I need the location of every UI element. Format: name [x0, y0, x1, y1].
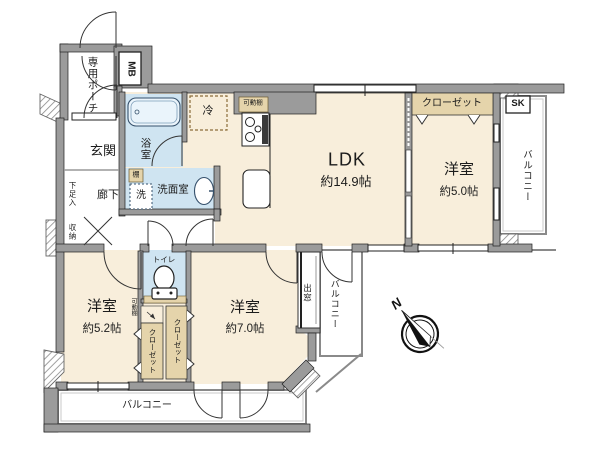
room-label-storage: 収納 — [67, 223, 77, 241]
room-label-balcony-east: バルコニー — [520, 149, 532, 203]
refrigerator-box — [189, 95, 228, 131]
room-label-slop-sink: SK — [511, 98, 525, 110]
compass-n-label: N — [388, 294, 405, 312]
room-label-bay-window: 出窓 — [302, 283, 313, 303]
bathtub-icon — [127, 97, 181, 127]
room-size-ldk: 約14.9帖 — [320, 174, 372, 190]
room-label-hallway: 廊下 — [97, 189, 119, 202]
room-label-closet-west: クローゼット — [147, 328, 157, 374]
kitchen-sink-icon — [242, 169, 271, 209]
room-label-kitchen-movable-shelf: 可動棚 — [243, 99, 263, 107]
room-size-bedroom-center: 約7.0帖 — [225, 322, 265, 335]
room-label-entrance: 玄関 — [89, 143, 117, 159]
room-size-bedroom-west: 約5.2帖 — [82, 322, 122, 335]
room-label-bedroom-west: 洋室 — [86, 298, 118, 316]
room-label-balcony-south: バルコニー — [122, 399, 172, 411]
bifold-door — [83, 216, 113, 246]
room-label-washing-machine: 洗 — [136, 189, 146, 201]
slop-sink-box — [505, 95, 531, 114]
room-label-closet-movable-shelf: 可動棚 — [130, 298, 137, 316]
room-label-shoe-cabinet: 下足入 — [67, 181, 77, 207]
room-label-closet-center: クローゼット — [172, 318, 182, 364]
kitchen-shelf-box — [238, 96, 269, 113]
room-label-refrigerator: 冷 — [202, 105, 214, 118]
room-label-bathroom: 浴室 — [139, 137, 152, 161]
room-label-north-closet: クローゼット — [422, 97, 482, 109]
windows — [66, 84, 500, 392]
room-label-bedroom-center: 洋室 — [229, 299, 261, 317]
compass-icon: N — [388, 294, 445, 354]
toilet-icon — [143, 265, 187, 304]
room-label-meter-box: MB — [125, 61, 137, 77]
stove-icon — [241, 112, 270, 147]
room-size-bedroom-east: 約5.0帖 — [439, 185, 479, 198]
washing-machine-box — [129, 183, 153, 210]
room-label-shelf: 棚 — [132, 171, 140, 179]
closets — [133, 92, 494, 380]
room-label-toilet: トイレ — [152, 255, 176, 265]
sliding-door — [405, 98, 412, 239]
meter-box — [118, 51, 142, 86]
bay-window — [297, 251, 321, 329]
room-label-private-porch: 専用ポーチ — [86, 56, 99, 114]
room-label-washroom: 洗面室 — [157, 183, 189, 196]
room-label-balcony-center: バルコニー — [329, 279, 340, 329]
bath-shelf-box — [128, 168, 144, 183]
door-arcs — [79, 11, 353, 419]
vanity-sink-icon — [193, 176, 215, 206]
room-label-bedroom-east: 洋室 — [443, 161, 475, 179]
room-label-ldk: LDK — [327, 149, 367, 170]
